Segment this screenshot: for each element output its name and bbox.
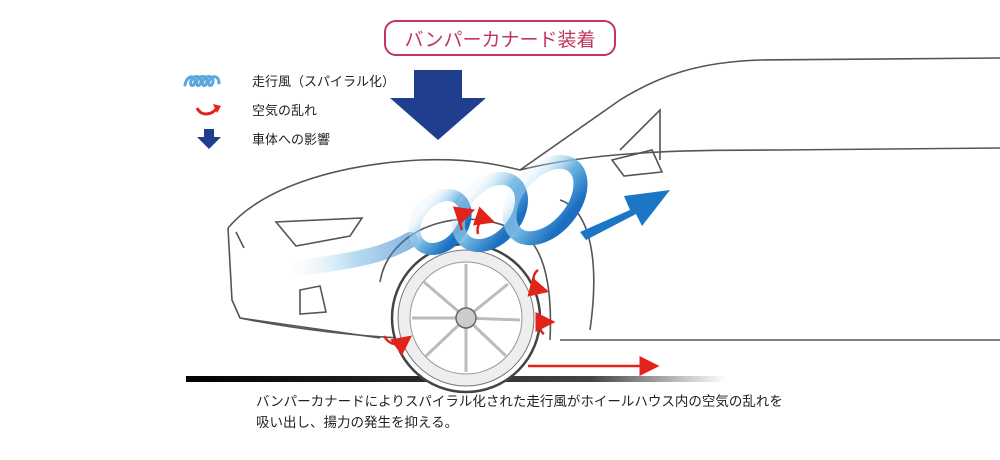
- legend: 走行風（スパイラル化） 空気の乱れ 車体への影響: [180, 66, 395, 153]
- legend-item-downforce: 車体への影響: [180, 124, 395, 153]
- flow-arrow: [580, 190, 670, 240]
- caption: バンパーカナードによりスパイラル化された走行風がホイールハウス内の空気の乱れを …: [256, 392, 783, 434]
- legend-label: 空気の乱れ: [252, 104, 318, 119]
- title-text: バンパーカナード装着: [404, 28, 596, 51]
- wheel: [390, 242, 542, 394]
- legend-item-turbulence: 空気の乱れ: [180, 95, 395, 124]
- spiral-airflow: [292, 154, 588, 276]
- turbulence-arrows: [382, 206, 556, 356]
- title-badge: バンパーカナード装着: [384, 20, 616, 56]
- caption-line-1: バンパーカナードによりスパイラル化された走行風がホイールハウス内の空気の乱れを: [256, 394, 783, 410]
- turbulence-arrow-icon: [180, 98, 238, 122]
- legend-label: 車体への影響: [252, 133, 331, 148]
- legend-item-airflow: 走行風（スパイラル化）: [180, 66, 395, 95]
- caption-line-2: 吸い出し、揚力の発生を抑える。: [256, 415, 459, 431]
- spiral-airflow-icon: [180, 69, 238, 93]
- downforce-arrow: [390, 70, 486, 140]
- downforce-arrow-icon: [180, 127, 238, 151]
- legend-label: 走行風（スパイラル化）: [252, 75, 396, 90]
